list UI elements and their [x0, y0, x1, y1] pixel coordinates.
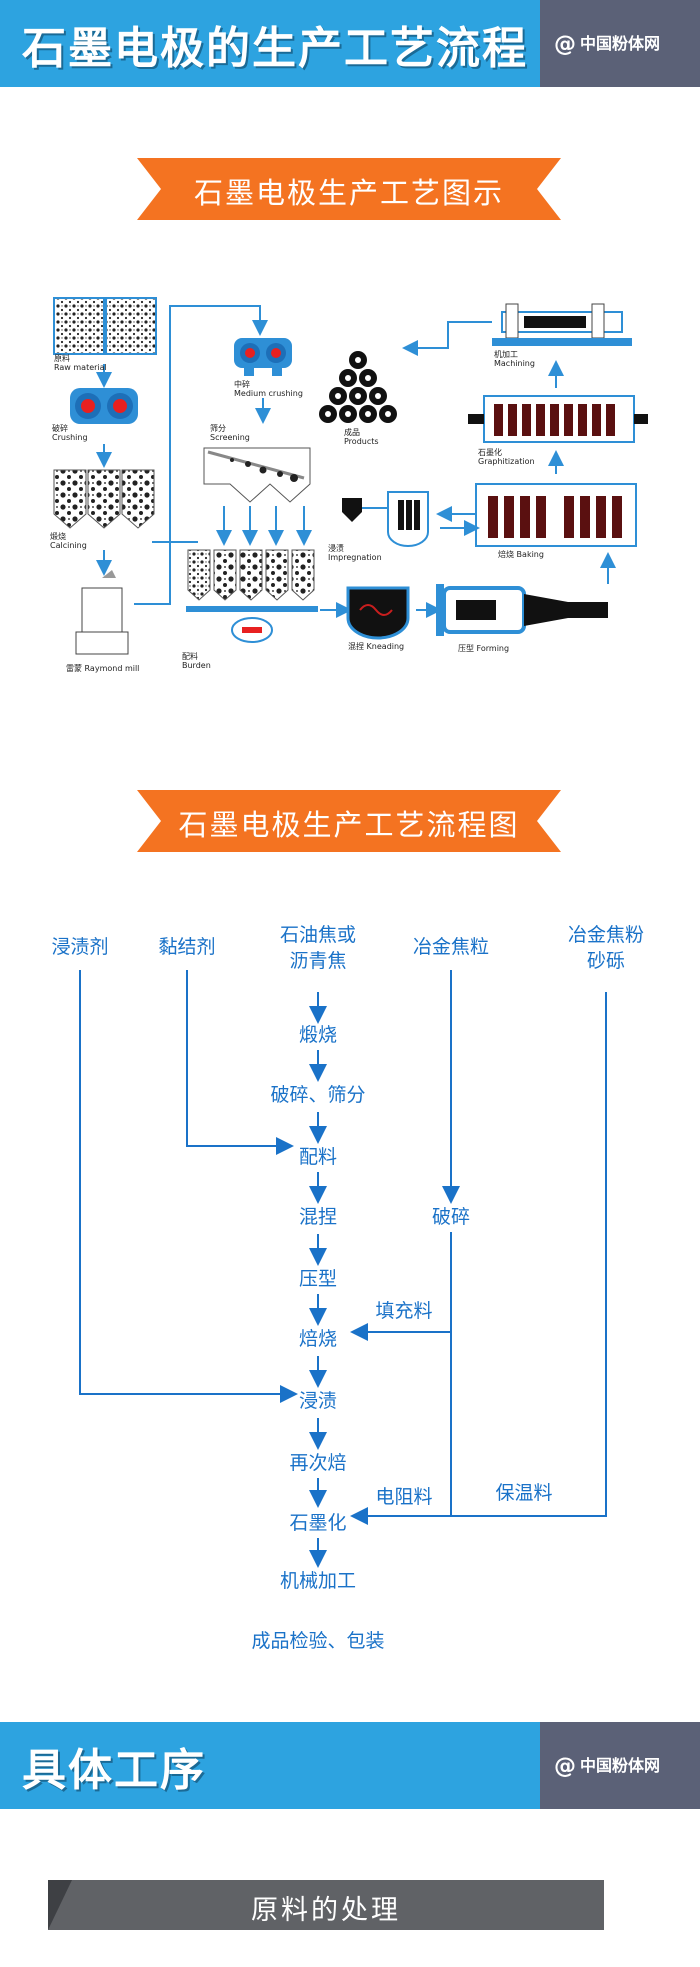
- section-ribbon-diagram: 石墨电极生产工艺图示: [137, 158, 561, 220]
- step-calcine: 煅烧: [298, 1024, 337, 1046]
- baking-furnace-graphic: [475, 483, 637, 547]
- subsection-bar-accent: [48, 1880, 72, 1930]
- step-graphitize: 石墨化: [289, 1512, 347, 1534]
- step-crush-screen: 破碎、筛分: [270, 1084, 366, 1106]
- edge-label-resistor: 电阻料: [375, 1486, 433, 1508]
- calcining-graphic: [53, 469, 155, 529]
- ribbon-title: 石墨电极生产工艺流程图: [178, 808, 520, 842]
- input-coke: 石油焦或沥青焦: [279, 924, 356, 972]
- step-rebake: 再次焙: [289, 1452, 347, 1474]
- label-baking: 焙烧 Baking: [498, 550, 544, 559]
- brand-box: @中国粉体网: [540, 0, 700, 87]
- impregnation-graphic: [342, 491, 429, 547]
- step-crush: 破碎: [431, 1206, 470, 1228]
- screening-graphic: [203, 447, 311, 503]
- step-pressing: 压型: [298, 1268, 337, 1290]
- ribbon-shape: [137, 158, 561, 220]
- kneading-graphic: [346, 586, 410, 640]
- brand-logo: @中国粉体网: [554, 1752, 660, 1779]
- products-graphic: [319, 351, 397, 423]
- step-machining: 机械加工: [279, 1570, 356, 1592]
- step-kneading: 混捏: [298, 1206, 337, 1228]
- flowchart-connectors: [79, 970, 607, 1568]
- brand-logo: @中国粉体网: [554, 30, 660, 57]
- forming-press-graphic: [436, 584, 608, 636]
- diagram-graphics: [53, 297, 648, 655]
- input-met-powder: 冶金焦粉砂砾: [567, 924, 644, 972]
- edge-label-packing: 填充料: [375, 1300, 433, 1322]
- section-banner: 具体工序 @中国粉体网: [0, 1722, 700, 1809]
- section-title: 具体工序: [22, 1745, 206, 1796]
- section-ribbon-flowchart: 石墨电极生产工艺流程图: [137, 790, 561, 852]
- medium-crusher-graphic: [234, 338, 292, 376]
- at-sign-icon: @: [554, 32, 576, 57]
- burden-bins-graphic: [186, 549, 318, 643]
- top-banner: 石墨电极的生产工艺流程 @中国粉体网: [0, 0, 700, 87]
- crusher-graphic: [70, 388, 138, 424]
- step-baking: 焙烧: [298, 1328, 337, 1350]
- raymond-mill-graphic: [75, 570, 129, 655]
- at-sign-icon: @: [554, 1754, 576, 1779]
- raw-material-graphic: [53, 297, 157, 355]
- edge-label-insulation: 保温料: [495, 1482, 553, 1504]
- input-met-coke: 冶金焦粒: [412, 936, 489, 958]
- subsection-bar: 原料的处理: [48, 1880, 604, 1930]
- subsection-title: 原料的处理: [251, 1895, 401, 1926]
- brand-name: 中国粉体网: [580, 1756, 661, 1775]
- label-kneading: 混捏 Kneading: [348, 642, 405, 651]
- page-title: 石墨电极的生产工艺流程: [22, 23, 528, 74]
- ribbon-shape: [137, 790, 561, 852]
- brand-box: @中国粉体网: [540, 1722, 700, 1809]
- process-flowchart: 浸渍剂 黏结剂 石油焦或沥青焦 冶金焦粒 冶金焦粉砂砾 煅烧 破碎、筛分 配料 …: [0, 900, 700, 1660]
- step-batching: 配料: [298, 1146, 337, 1168]
- ribbon-title: 石墨电极生产工艺图示: [193, 176, 504, 210]
- machining-graphic: [492, 303, 632, 346]
- input-impregnant: 浸渍剂: [51, 936, 109, 958]
- label-raymond-mill: 雷蒙 Raymond mill: [66, 664, 140, 673]
- input-binder: 黏结剂: [158, 936, 216, 958]
- step-impregnation: 浸渍: [298, 1390, 337, 1412]
- label-forming: 压型 Forming: [458, 644, 510, 653]
- graphitization-graphic: [468, 395, 648, 443]
- step-inspection: 成品检验、包装: [251, 1630, 385, 1652]
- brand-name: 中国粉体网: [580, 34, 661, 53]
